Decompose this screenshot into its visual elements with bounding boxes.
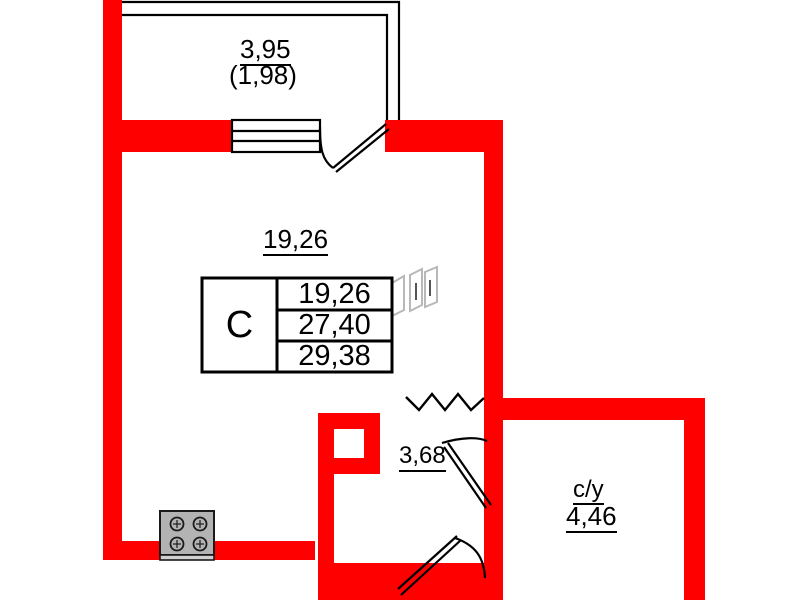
wall-balcony-left: [103, 0, 122, 124]
window-icon: [230, 118, 322, 154]
balcony-coefficient-area-label: (1,98): [229, 60, 297, 90]
balcony-area-label: 3,95: [240, 35, 291, 67]
balcony-door-icon: [318, 123, 390, 173]
wall-room-left: [103, 120, 122, 560]
wall-bath-top: [484, 398, 705, 420]
table-row-living-area: 19,26: [298, 277, 371, 310]
walls: [103, 0, 705, 600]
bathroom-area-label: 4,46: [566, 502, 617, 534]
apartment-type-cell: С: [225, 303, 254, 346]
living-room-area-label: 19,26: [263, 225, 329, 257]
wall-partition-bottom: [318, 563, 498, 600]
wall-under-balcony-left: [103, 120, 233, 152]
table-row-total-with-balcony: 29,38: [298, 340, 371, 372]
summary-table-grid: [200, 276, 394, 374]
table-row-total-area: 27,40: [298, 309, 371, 341]
wall-under-balcony-right: [385, 120, 503, 152]
bathroom-name-label: с/у: [573, 476, 604, 505]
hallway-area-label: 3,68: [399, 443, 446, 472]
wall-room-right: [484, 120, 503, 400]
riser-zigzag-icon: [405, 392, 485, 412]
wall-bath-junction: [484, 380, 503, 420]
balcony-outline: [121, 0, 401, 128]
wall-partition-left: [318, 413, 334, 579]
bathroom-door-icon: [441, 437, 492, 509]
stove-icon: [159, 510, 215, 561]
wall-bath-right: [684, 398, 705, 600]
entrance-door-icon: [397, 535, 487, 596]
cabinet-icon: [391, 265, 438, 318]
wall-bath-left: [484, 398, 503, 600]
